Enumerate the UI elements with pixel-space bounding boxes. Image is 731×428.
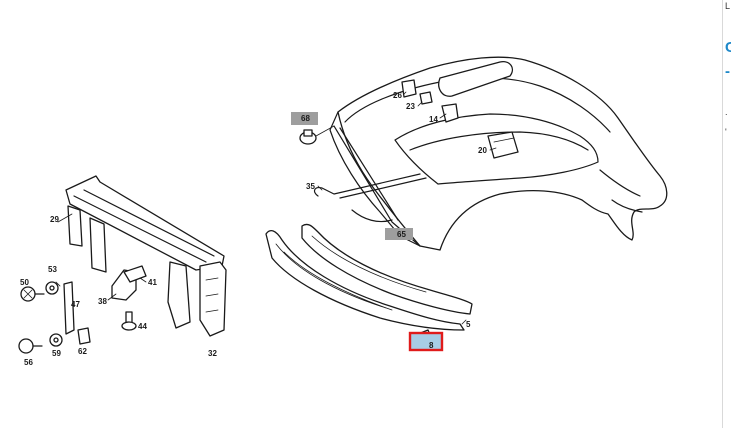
radiator-top-bar [65,175,225,271]
hood-left-skirt [329,111,421,247]
hood-assembly [299,56,668,251]
label-8[interactable]: 8 [429,341,434,350]
panel-accent-dash: - [725,63,730,80]
washer-53-icon [45,281,59,295]
panel-glyph-b: ' [725,127,727,137]
bolt-50-icon [20,286,45,302]
panel-accent-char[interactable]: C [725,40,731,55]
bumper-front-strip [301,223,473,315]
clip-23 [419,91,433,105]
callout-labels: 5 8 14 20 23 26 29 32 35 38 41 44 47 50 … [20,91,487,367]
radiator-left-post [67,205,83,247]
label-47[interactable]: 47 [71,300,80,309]
label-44[interactable]: 44 [138,322,147,331]
support-rod [313,173,421,197]
bolt-56-icon [18,338,43,354]
washer-59-icon [49,333,63,347]
radiator-support [18,175,227,354]
cable-loop [351,209,393,223]
leader-lines [55,91,497,325]
label-5[interactable]: 5 [466,320,471,329]
highlight-box-68[interactable] [291,112,318,125]
bolt-44-icon [121,311,137,331]
label-14[interactable]: 14 [429,115,438,124]
latch-pad [438,61,514,97]
label-35[interactable]: 35 [306,182,315,191]
label-26[interactable]: 26 [393,91,402,100]
label-56[interactable]: 56 [24,358,33,367]
highlight-box-65[interactable] [385,228,413,240]
label-68[interactable]: 68 [301,114,310,123]
label-32[interactable]: 32 [208,349,217,358]
panel-top-char: L [725,1,731,11]
label-59[interactable]: 59 [52,349,61,358]
bumper-rear-strip [265,229,465,331]
selected-part-box-8[interactable] [408,331,444,352]
radiator-right-post [167,261,191,329]
label-41[interactable]: 41 [148,278,157,287]
strap-47 [63,281,75,335]
label-20[interactable]: 20 [478,146,487,155]
clip-62 [77,327,91,345]
label-53[interactable]: 53 [48,265,57,274]
label-50[interactable]: 50 [20,278,29,287]
label-38[interactable]: 38 [98,297,107,306]
panel-glyph-a: . [725,107,728,117]
hood-inner-frame [394,113,599,185]
label-29[interactable]: 29 [50,215,59,224]
radiator-mid-post [89,217,107,273]
side-panel-32 [199,261,227,337]
label-62[interactable]: 62 [78,347,87,356]
label-65[interactable]: 65 [397,230,406,239]
hood-cross-brace [409,131,589,151]
label-23[interactable]: 23 [406,102,415,111]
bracket-14 [441,103,459,123]
right-side-panel: L C - . ' [722,0,731,428]
bracket-26 [401,79,417,98]
bolt-68-icon [299,125,335,145]
hood-side-flare [599,169,643,213]
